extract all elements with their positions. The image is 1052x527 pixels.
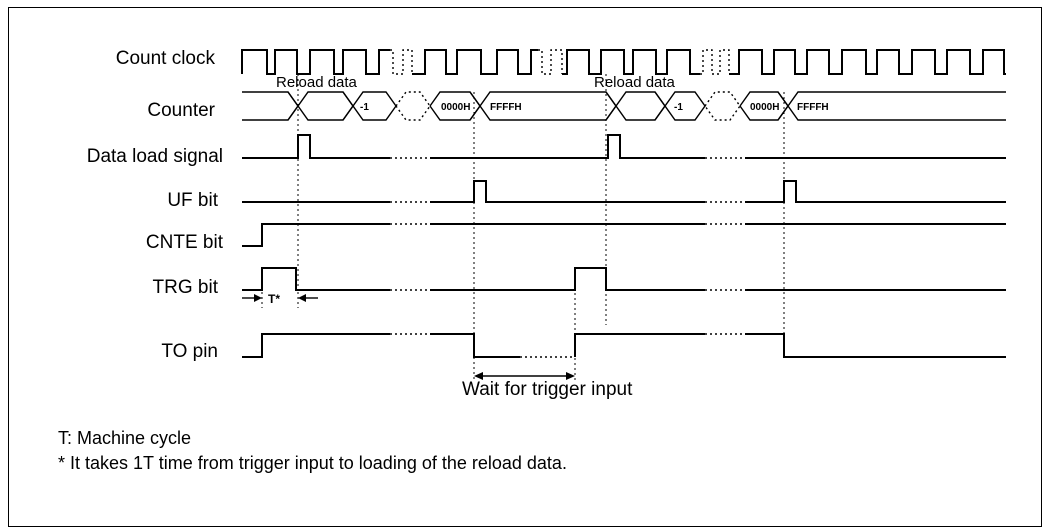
count-clock-wave — [241, 49, 1006, 75]
label-uf-bit: UF bit — [167, 190, 218, 211]
to-pin-wave — [242, 333, 1006, 358]
trg-bit-wave — [242, 267, 1006, 291]
uf-bit-wave — [242, 180, 1006, 203]
label-data-load-signal: Data load signal — [87, 146, 223, 167]
counter-value-0000-2: 0000H — [750, 102, 779, 113]
data-load-signal-wave — [242, 134, 1006, 159]
counter-value-ffff-1: FFFFH — [490, 102, 522, 113]
note-footnote: * It takes 1T time from trigger input to… — [58, 453, 567, 473]
counter-bus — [242, 91, 1006, 121]
label-cnte-bit: CNTE bit — [146, 232, 224, 253]
counter-value-minus1-2: -1 — [674, 102, 683, 113]
label-count-clock: Count clock — [116, 48, 216, 69]
counter-value-0000-1: 0000H — [441, 102, 470, 113]
label-to-pin: TO pin — [161, 341, 218, 362]
label-counter: Counter — [147, 100, 215, 121]
reload-data-label-2: Reload data — [594, 74, 676, 91]
counter-value-ffff-2: FFFFH — [797, 102, 829, 113]
timing-diagram: Count clock Counter Data load signal UF … — [58, 48, 1006, 473]
reload-data-label-1: Reload data — [276, 74, 358, 91]
t-marker-label: T* — [268, 292, 280, 306]
label-trg-bit: TRG bit — [153, 277, 219, 298]
cnte-bit-wave — [242, 223, 1006, 247]
guide-lines — [297, 74, 785, 380]
counter-value-minus1-1: -1 — [360, 102, 369, 113]
wait-arrow — [474, 372, 575, 380]
note-machine-cycle: T: Machine cycle — [58, 428, 191, 448]
t-marker — [242, 292, 318, 308]
wait-for-trigger-label: Wait for trigger input — [462, 379, 633, 400]
